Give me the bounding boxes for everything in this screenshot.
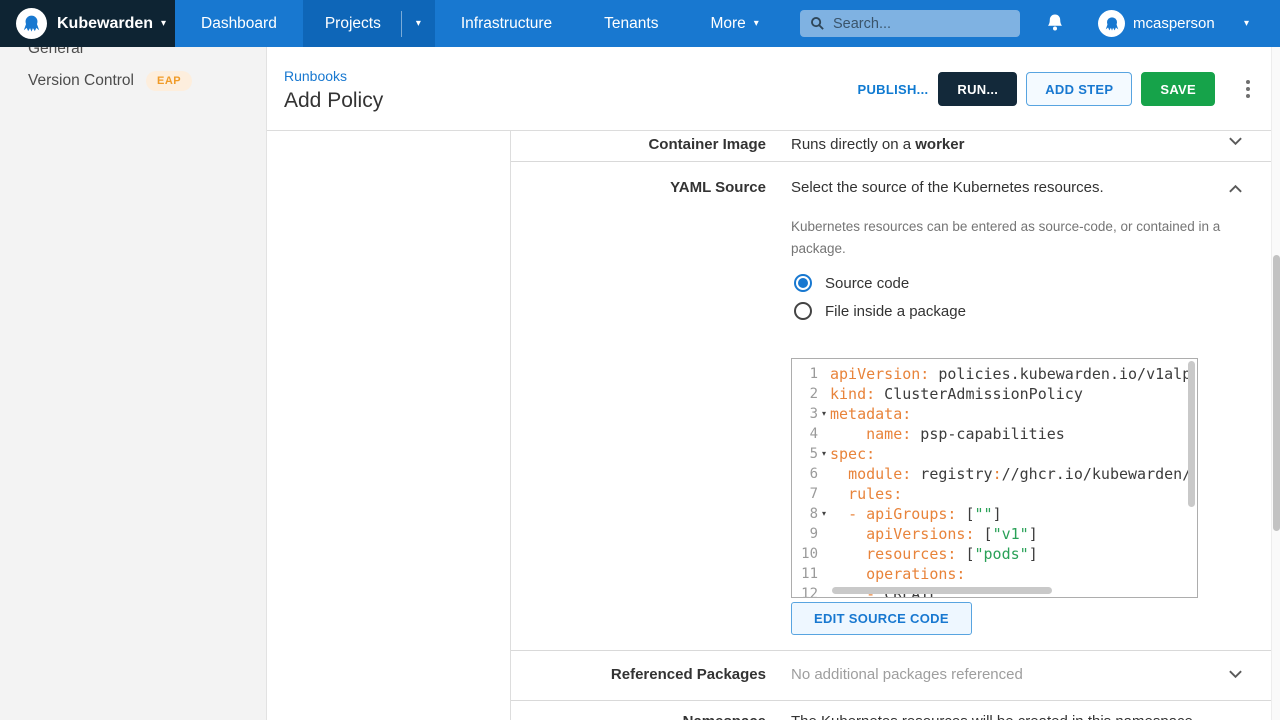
edit-source-code-button[interactable]: EDIT SOURCE CODE (791, 602, 972, 635)
chevron-down-icon[interactable] (1228, 668, 1243, 680)
fold-spacer (818, 524, 830, 544)
page-scrollbar-thumb[interactable] (1273, 255, 1280, 531)
chevron-up-icon[interactable] (1228, 183, 1243, 195)
field-summary-bold: worker (915, 136, 965, 153)
settings-sidebar: General Version Control EAP (0, 47, 266, 720)
nav-divider (400, 10, 402, 37)
fold-spacer (818, 384, 830, 404)
radio-unselected-icon (794, 302, 812, 320)
field-summary: No additional packages referenced (791, 666, 1023, 683)
fold-spacer (818, 584, 830, 597)
fold-spacer (818, 424, 830, 444)
breadcrumb[interactable]: Runbooks (284, 68, 348, 84)
field-label: Namespace (511, 713, 766, 720)
space-switcher[interactable]: Kubewarden ▾ (0, 0, 175, 47)
nav-item-dashboard[interactable]: Dashboard (201, 14, 277, 32)
chevron-down-icon[interactable] (1228, 135, 1243, 147)
sidebar-item-version-control[interactable]: Version Control EAP (28, 71, 193, 91)
chevron-down-icon[interactable]: ▾ (1244, 18, 1250, 29)
nav-item-more[interactable]: More ▾ (710, 14, 759, 32)
form-row-clipped[interactable]: Namespace The Kubernetes resources will … (511, 701, 1273, 720)
header-actions: PUBLISH... RUN... ADD STEP SAVE (858, 47, 1267, 131)
fold-spacer (818, 364, 830, 384)
octopus-logo-icon (16, 8, 47, 39)
form-row-yaml-source: YAML Source Select the source of the Kub… (511, 162, 1273, 651)
radio-option-file-in-package[interactable]: File inside a package (794, 302, 966, 320)
nav-item-infrastructure[interactable]: Infrastructure (460, 14, 553, 32)
chevron-down-icon: ▾ (753, 18, 759, 29)
code-line: 11 operations: (801, 564, 966, 584)
run-button[interactable]: RUN... (938, 72, 1018, 106)
code-line: 10 resources: ["pods"] (801, 544, 1038, 564)
code-line: 3▾metadata: (809, 405, 912, 423)
space-name: Kubewarden (57, 14, 154, 32)
search-icon (810, 16, 825, 31)
sidebar-item-label: Version Control (28, 72, 134, 89)
fold-spacer (818, 544, 830, 564)
notifications-bell-icon[interactable] (1045, 12, 1065, 34)
field-label: YAML Source (670, 179, 766, 196)
code-line: 7 rules: (809, 484, 903, 504)
page-scrollbar[interactable] (1271, 47, 1280, 720)
sidebar-item-general[interactable]: General (28, 47, 84, 57)
chevron-down-icon: ▾ (161, 18, 167, 29)
search-input[interactable] (833, 15, 993, 32)
global-search[interactable] (800, 10, 1020, 37)
radio-option-source-code[interactable]: Source code (794, 274, 909, 292)
page-title: Add Policy (284, 89, 384, 112)
field-summary: Select the source of the Kubernetes reso… (791, 179, 1104, 196)
user-avatar (1098, 10, 1125, 37)
nav-item-projects[interactable]: Projects ▾ (302, 0, 435, 47)
field-summary: Runs directly on a (791, 136, 916, 153)
save-button[interactable]: SAVE (1141, 72, 1215, 106)
eap-badge: EAP (145, 71, 193, 91)
nav-item-tenants[interactable]: Tenants (604, 14, 659, 32)
fold-spacer (818, 484, 830, 504)
page-header: Runbooks Add Policy PUBLISH... RUN... AD… (267, 47, 1280, 131)
step-form: Container Image Runs directly on a worke… (511, 131, 1280, 720)
overflow-menu-icon[interactable] (1242, 76, 1254, 102)
field-summary: The Kubernetes resources will be created… (791, 713, 1193, 720)
chevron-down-icon[interactable]: ▾ (415, 18, 421, 29)
code-line: 6 module: registry://ghcr.io/kubewarden/ (809, 464, 1192, 484)
fold-arrow-icon[interactable]: ▾ (821, 509, 826, 518)
add-step-button[interactable]: ADD STEP (1026, 72, 1133, 106)
top-navigation-bar: Kubewarden ▾ Dashboard Projects ▾ Infras… (0, 0, 1280, 47)
nav-links: Dashboard Projects ▾ Infrastructure Tena… (175, 0, 785, 47)
publish-button[interactable]: PUBLISH... (857, 81, 929, 97)
username: mcasperson (1133, 15, 1215, 32)
code-line: 4 name: psp-capabilities (809, 424, 1065, 444)
fold-spacer (818, 564, 830, 584)
field-label: Container Image (648, 136, 766, 153)
radio-selected-icon (794, 274, 812, 292)
user-menu[interactable]: mcasperson (1098, 10, 1215, 37)
code-line: 5▾spec: (809, 445, 876, 463)
main-panel: Runbooks Add Policy PUBLISH... RUN... AD… (266, 47, 1280, 720)
fold-spacer (818, 464, 830, 484)
editor-horizontal-scrollbar[interactable] (832, 587, 1052, 594)
steps-list-panel (267, 131, 511, 720)
editor-vertical-scrollbar[interactable] (1188, 361, 1195, 507)
fold-arrow-icon[interactable]: ▾ (821, 449, 826, 458)
fold-arrow-icon[interactable]: ▾ (821, 409, 826, 418)
field-help-text: Kubernetes resources can be entered as s… (791, 219, 1221, 256)
form-row-container-image[interactable]: Container Image Runs directly on a worke… (511, 131, 1273, 162)
code-line: 9 apiVersions: ["v1"] (809, 524, 1038, 544)
field-label: Referenced Packages (610, 666, 766, 683)
form-row-referenced-packages[interactable]: Referenced Packages No additional packag… (511, 651, 1273, 701)
code-line: 8▾ - apiGroups: [""] (809, 505, 1002, 523)
